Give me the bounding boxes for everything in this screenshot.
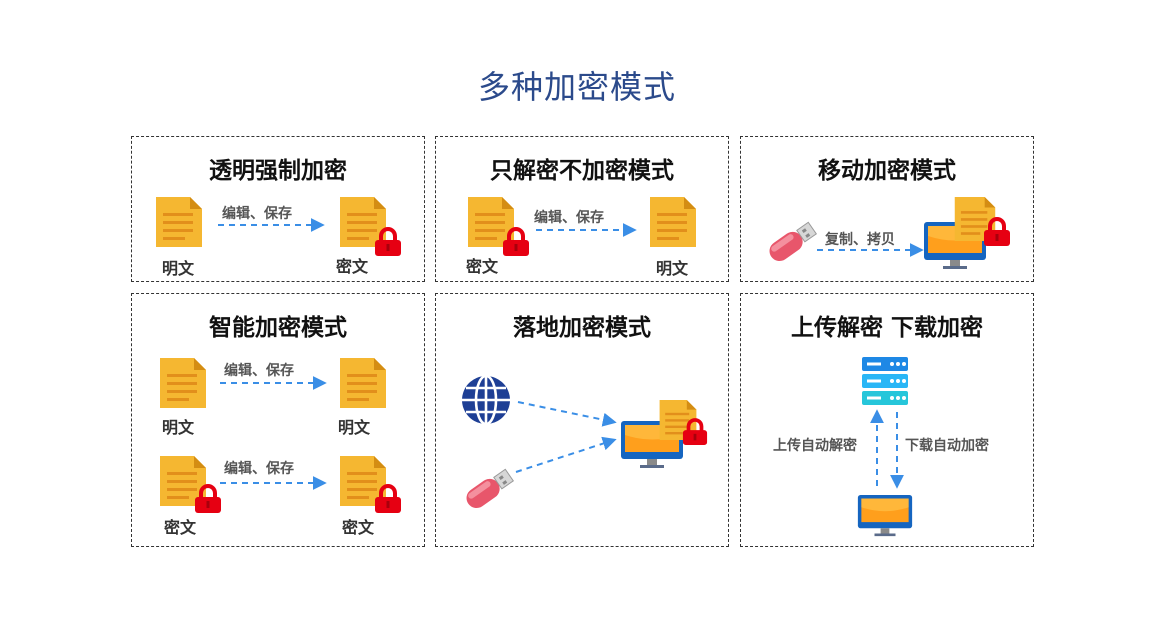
lock-icon [374, 227, 402, 257]
page-title: 多种加密模式 [477, 68, 676, 106]
panel-title: 上传解密 下载加密 [790, 315, 983, 341]
plaintext-label: 明文 [162, 259, 195, 278]
ciphertext-label: 密文 [164, 518, 197, 537]
upload-label: 上传自动解密 [773, 438, 857, 454]
arrow-right [536, 223, 637, 237]
plaintext-label: 明文 [338, 418, 371, 437]
panel-title: 移动加密模式 [818, 158, 956, 184]
arrow-label: 编辑、保存 [224, 363, 294, 379]
panel-mobile-encryption: 移动加密模式 复制、拷贝 [740, 136, 1034, 282]
panel-landing-encryption: 落地加密模式 [435, 293, 729, 547]
ciphertext-label: 密文 [466, 257, 499, 276]
panel-upload-download: 上传解密 下载加密 上传自动解密 下载自动加密 [740, 293, 1034, 547]
panel-smart-encryption: 智能加密模式 明文 编辑、保存 明文 密文 编辑、保存 密文 [131, 293, 425, 547]
monitor-icon [857, 494, 913, 538]
document-icon [648, 195, 698, 249]
arrow-from-globe [517, 401, 617, 427]
panel-title: 只解密不加密模式 [490, 158, 674, 184]
panel-title: 落地加密模式 [513, 315, 651, 341]
ciphertext-label: 密文 [342, 518, 375, 537]
arrow-label: 编辑、保存 [534, 210, 604, 226]
arrow-label: 复制、拷贝 [825, 232, 895, 248]
arrow-label: 编辑、保存 [224, 461, 294, 477]
arrow-up [870, 409, 884, 486]
lock-icon [374, 484, 402, 514]
arrow-label: 编辑、保存 [222, 206, 292, 222]
plaintext-label: 明文 [656, 259, 689, 278]
arrow-down [890, 412, 904, 489]
plaintext-label: 明文 [162, 418, 195, 437]
panel-transparent-encryption: 透明强制加密 明文 编辑、保存 密文 [131, 136, 425, 282]
lock-icon [983, 217, 1011, 247]
panel-title: 透明强制加密 [209, 158, 347, 184]
panel-decrypt-only: 只解密不加密模式 密文 编辑、保存 明文 [435, 136, 729, 282]
ciphertext-label: 密文 [336, 257, 369, 276]
download-label: 下载自动加密 [905, 438, 989, 454]
panel-title: 智能加密模式 [209, 315, 347, 341]
lock-icon [682, 418, 708, 446]
